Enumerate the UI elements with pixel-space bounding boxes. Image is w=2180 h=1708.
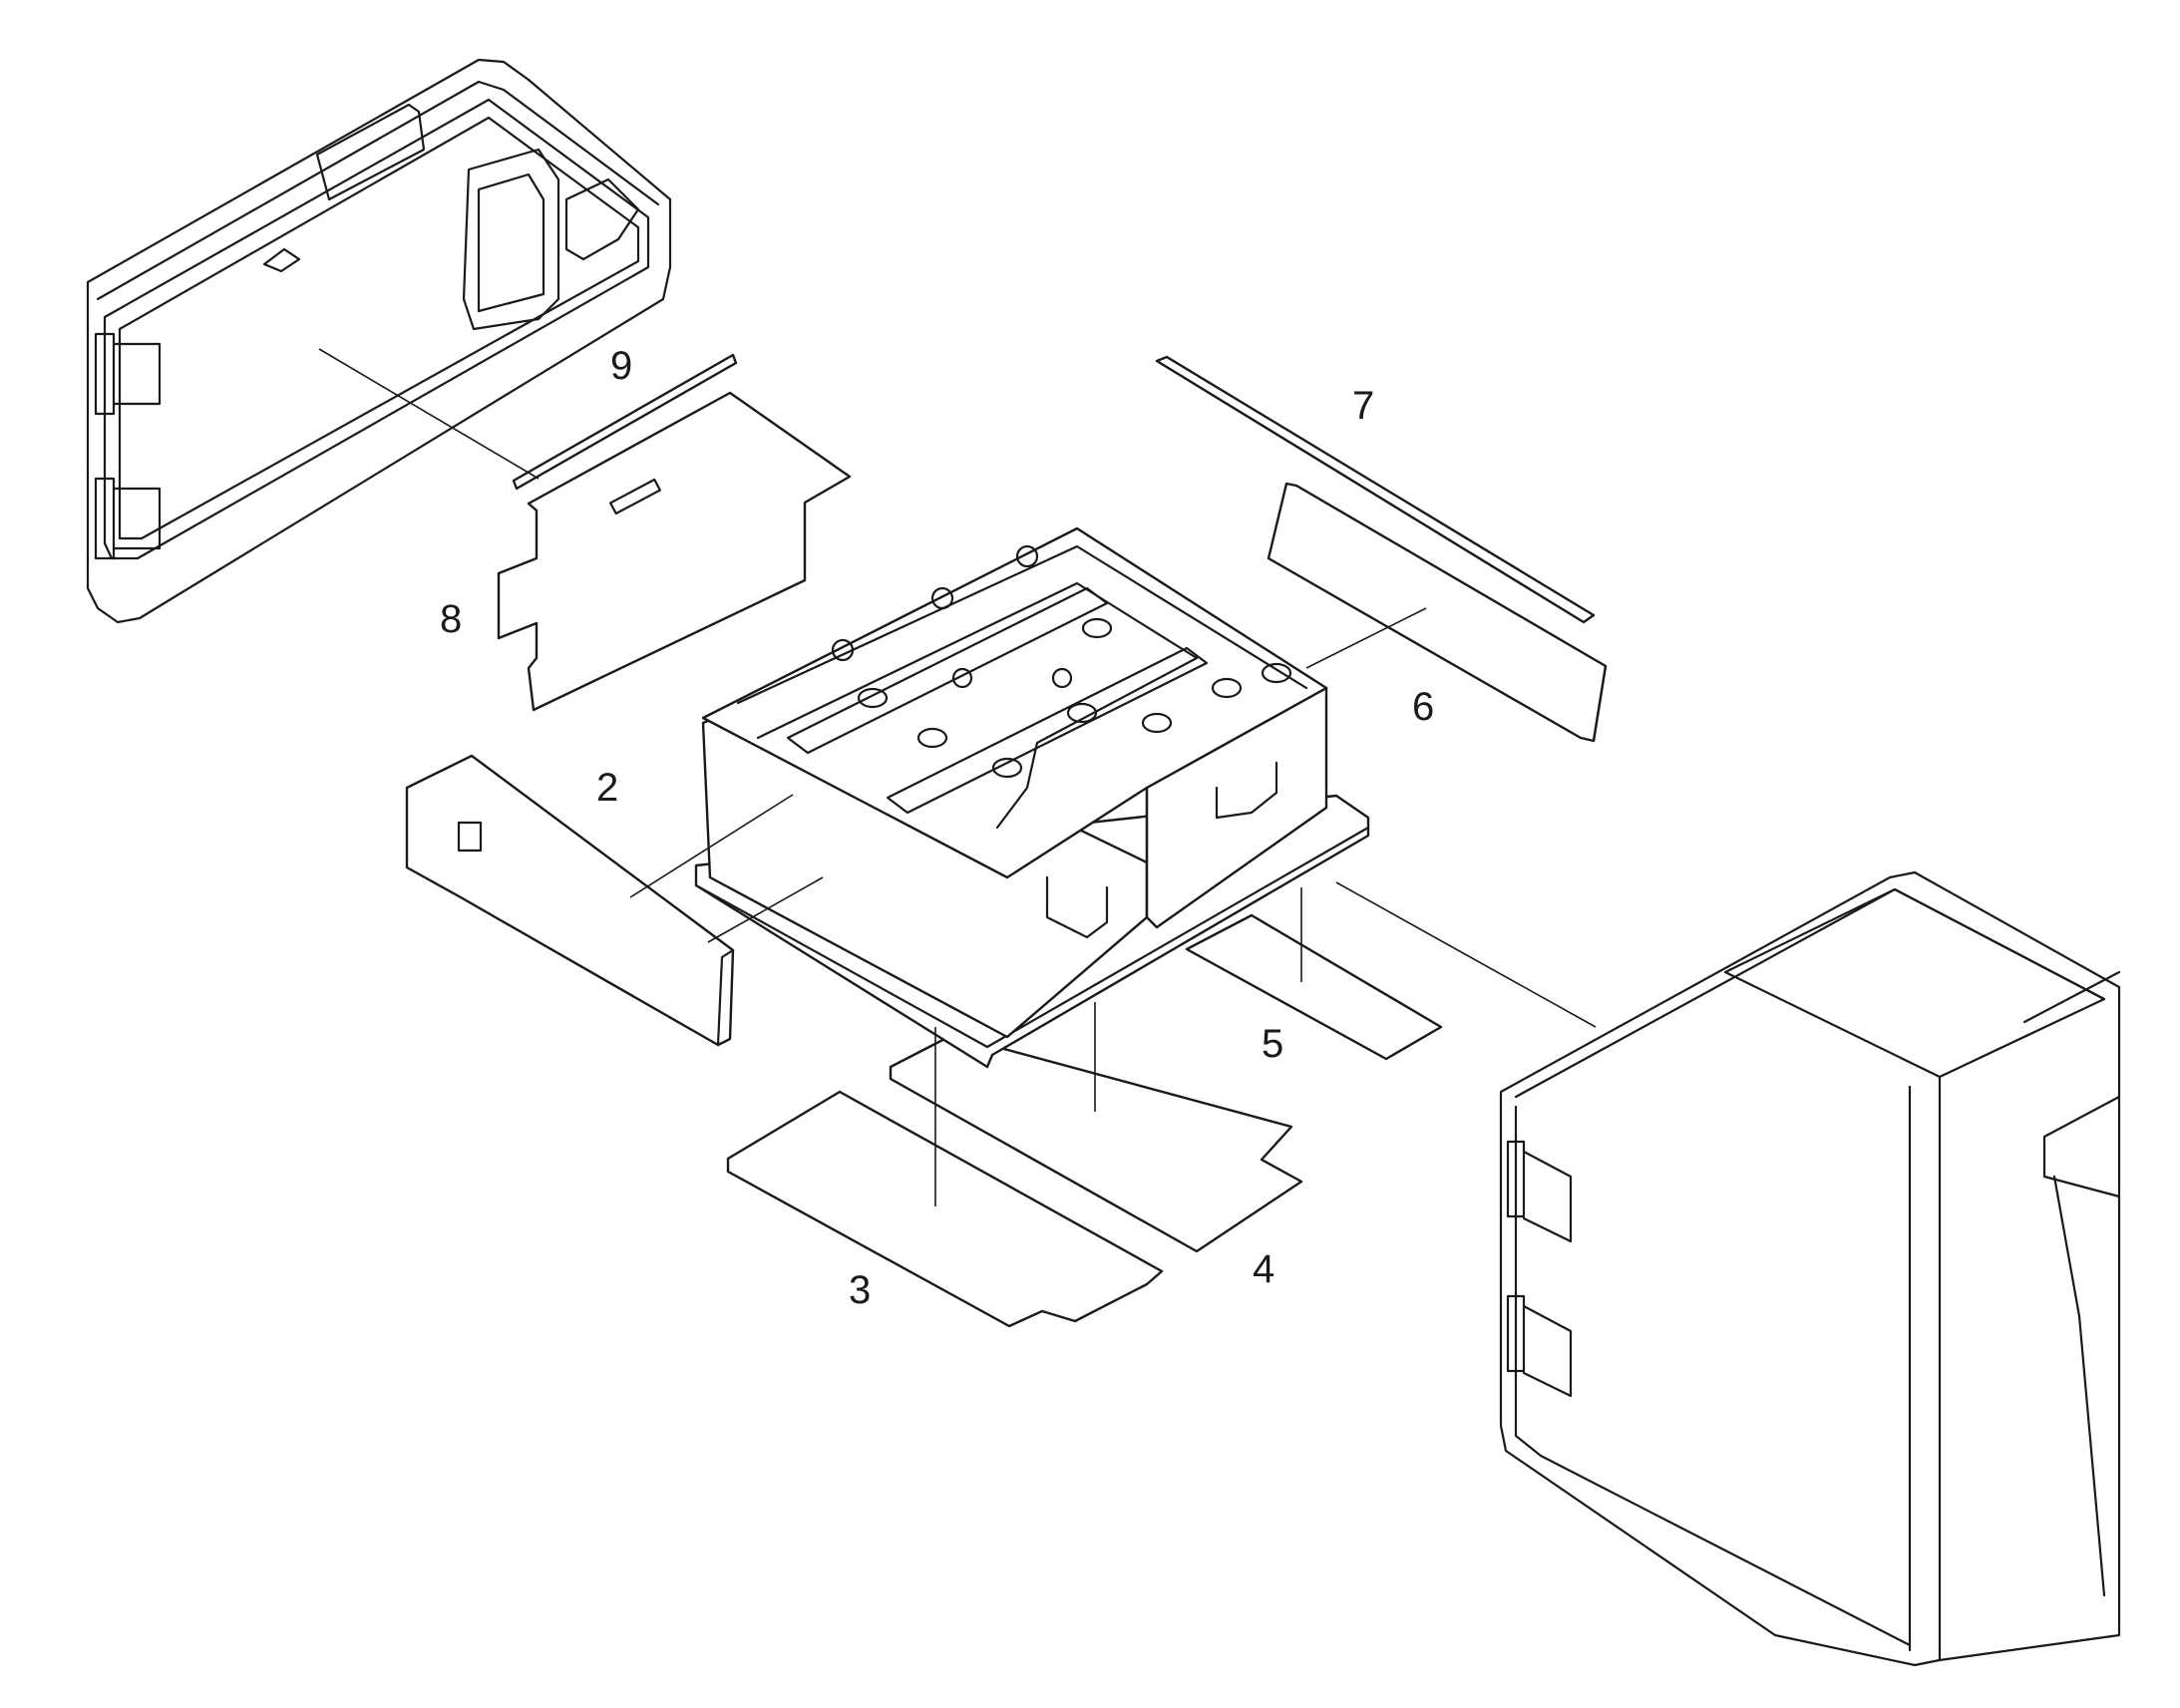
battery-assembly <box>694 526 1370 1069</box>
callout-8: 8 <box>440 597 462 641</box>
callout-9: 9 <box>610 344 632 388</box>
callouts: 2 3 4 5 6 7 8 9 <box>440 344 1434 1312</box>
part-2-wedge <box>405 754 735 1047</box>
part-7-strip <box>1155 355 1596 624</box>
part-3-pad <box>726 1090 1164 1328</box>
callout-7: 7 <box>1352 384 1374 428</box>
leader-lines <box>318 348 1597 1206</box>
left-enclosure-door <box>86 58 672 624</box>
callout-2: 2 <box>596 766 618 810</box>
callout-5: 5 <box>1262 1022 1283 1066</box>
callout-6: 6 <box>1412 685 1434 729</box>
part-9-strip <box>512 353 738 491</box>
part-4-pad <box>889 1033 1303 1253</box>
part-5-pad <box>1185 913 1443 1061</box>
right-enclosure-cabinet <box>1499 870 2121 1667</box>
part-6-panel <box>1267 482 1608 743</box>
callout-4: 4 <box>1253 1247 1274 1291</box>
part-8-panel <box>497 391 852 712</box>
callout-3: 3 <box>849 1268 871 1312</box>
